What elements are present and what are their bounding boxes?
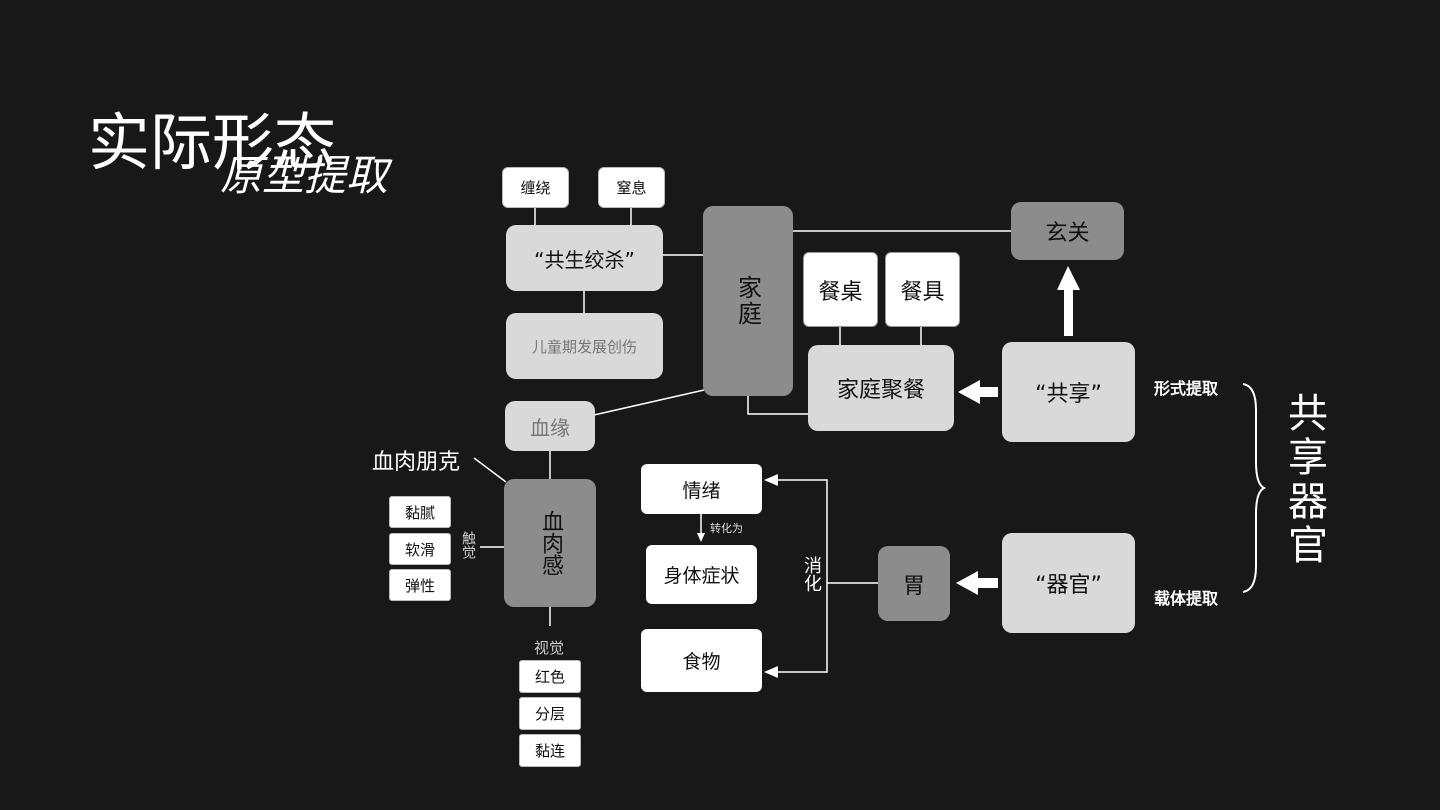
label-form-extract: 形式提取 <box>1154 379 1219 398</box>
label-chujue: 触觉 <box>460 531 476 559</box>
node-zhixi: 窒息 <box>598 167 665 208</box>
node-jiating: 家庭 <box>703 206 793 396</box>
node-nianlian: 黏连 <box>519 734 581 767</box>
node-juju: 家庭聚餐 <box>808 345 954 431</box>
page-subtitle: 原型提取 <box>220 151 389 200</box>
node-fenceng: 分层 <box>519 697 581 730</box>
node-wei: 胃 <box>878 546 950 621</box>
node-qingxu: 情绪 <box>641 464 762 514</box>
node-ruanhua: 软滑 <box>389 533 451 565</box>
label-shijue: 视觉 <box>534 639 565 657</box>
node-gongsheng: “共生绞杀” <box>506 225 663 291</box>
node-xuerougan: 血肉感 <box>504 479 596 607</box>
node-canju: 餐具 <box>885 252 960 327</box>
page-title: 实际形态 <box>88 106 337 179</box>
node-xuanguan: 玄关 <box>1011 202 1124 260</box>
node-share: “共享” <box>1002 342 1135 442</box>
label-carrier-extract: 载体提取 <box>1154 589 1219 608</box>
node-nianni: 黏腻 <box>389 496 451 528</box>
node-shiwu: 食物 <box>641 629 762 692</box>
label-punk: 血肉朋克 <box>372 450 461 475</box>
node-organ: “器官” <box>1002 533 1135 633</box>
label-zhuanhua: 转化为 <box>710 522 743 535</box>
node-trauma: 儿童期发展创伤 <box>506 313 663 379</box>
node-chanrao: 缠绕 <box>502 167 569 208</box>
node-xueyuan: 血缘 <box>505 401 595 451</box>
node-hongse: 红色 <box>519 660 581 693</box>
node-canzhuo: 餐桌 <box>803 252 878 327</box>
label-xiaohua: 消化 <box>798 556 824 592</box>
node-tanxing: 弹性 <box>389 569 451 601</box>
node-zhengzhuang: 身体症状 <box>646 545 757 604</box>
label-shared-organ: 共享器官 <box>1281 392 1327 568</box>
